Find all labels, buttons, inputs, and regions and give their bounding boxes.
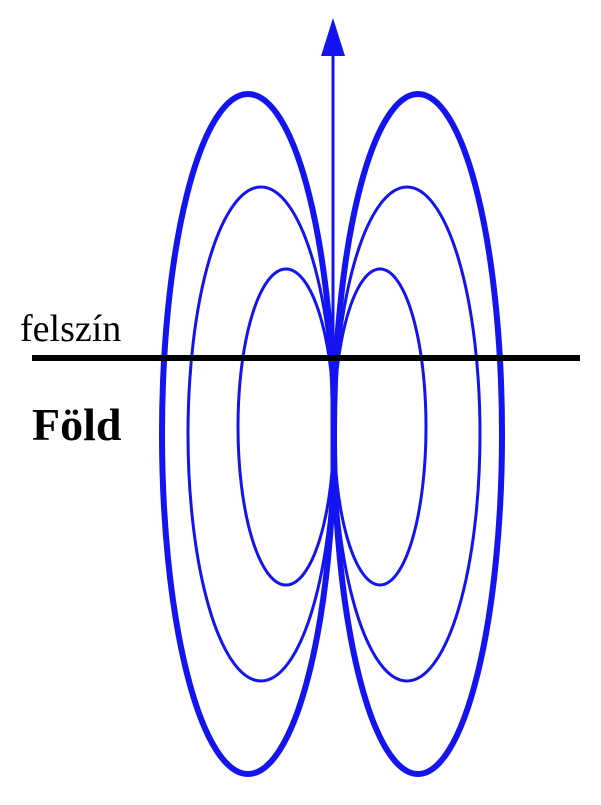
- field-line-right-inner: [332, 267, 428, 587]
- surface-label: felszín: [20, 308, 122, 350]
- upward-arrow-head: [321, 18, 345, 56]
- field-line-left-inner: [236, 267, 336, 587]
- field-line-left-middle: [186, 185, 336, 683]
- field-line-right-outer: [331, 91, 505, 777]
- field-line-right-middle: [332, 185, 482, 683]
- earth-label: Föld: [32, 399, 122, 450]
- field-lines-right: [331, 91, 505, 777]
- field-lines-left: [159, 91, 337, 777]
